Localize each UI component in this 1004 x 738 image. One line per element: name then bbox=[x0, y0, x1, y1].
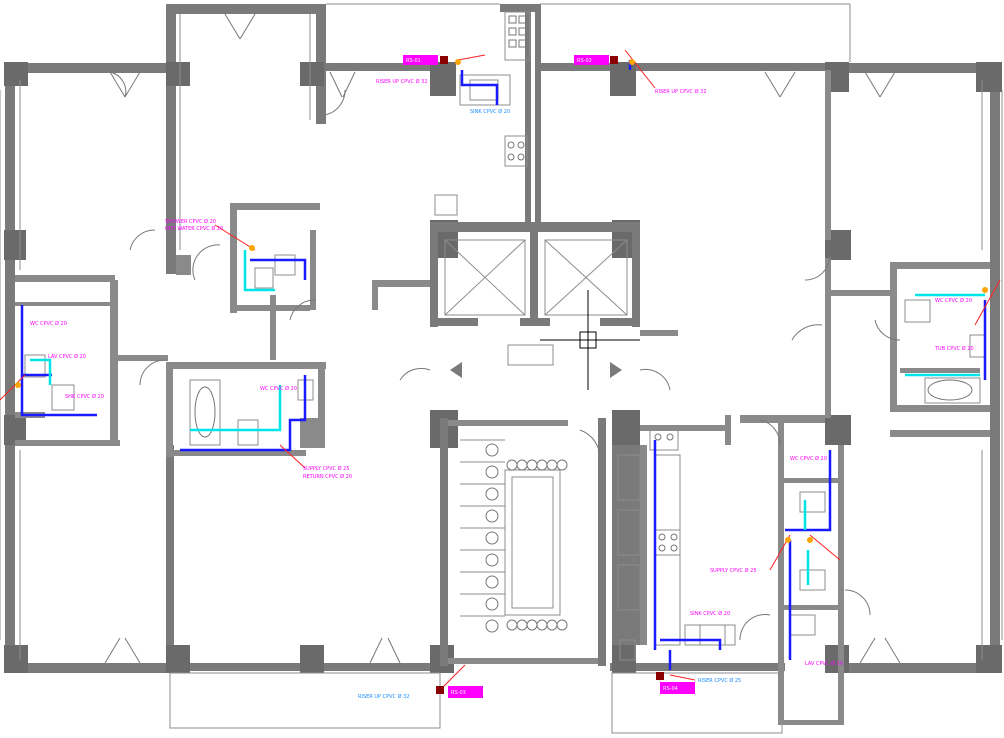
kitchen-fixtures bbox=[434, 11, 736, 661]
interior-walls bbox=[15, 4, 990, 734]
water-pipes bbox=[20, 60, 987, 670]
riser-tag-text: RS-03 bbox=[451, 690, 466, 696]
stair bbox=[460, 439, 568, 633]
riser-tag-text: RS-02 bbox=[577, 58, 592, 64]
door-swings bbox=[104, 13, 901, 664]
riser-tag-top-left: RS-01 bbox=[403, 55, 438, 65]
exterior-walls bbox=[5, 4, 1000, 673]
label-left-bath-b: HOT WATER CPVC Ø 20 bbox=[165, 225, 223, 232]
riser-tag-top-right: RS-02 bbox=[574, 55, 609, 65]
label-center-bath-wc: WC CPVC Ø 20 bbox=[260, 385, 297, 392]
annotations: RISER UP CPVC Ø 32 RISER UP CPVC Ø 32 SI… bbox=[30, 78, 974, 700]
label-left-bath-a: SHOWER CPVC Ø 20 bbox=[165, 218, 216, 225]
label-bottom-right: RISER CPVC Ø 25 bbox=[698, 677, 741, 684]
label-bottom-right-lav: LAV CPVC Ø 20 bbox=[805, 660, 843, 667]
riser-tag-text: RS-04 bbox=[663, 686, 678, 692]
riser-tag-text: RS-01 bbox=[406, 58, 421, 64]
label-center-bath-a: SUPPLY CPVC Ø 25 bbox=[303, 465, 350, 472]
structural-columns bbox=[4, 62, 1002, 673]
label-top-right-riser: RISER UP CPVC Ø 32 bbox=[655, 88, 707, 95]
label-right-wing-wc: WC CPVC Ø 20 bbox=[935, 297, 972, 304]
label-right-core-note: SUPPLY CPVC Ø 25 bbox=[710, 567, 757, 574]
elevator-shafts bbox=[444, 239, 640, 390]
label-top-kitchen-sink: SINK CPVC Ø 20 bbox=[470, 108, 510, 115]
riser-tag-bottom-right: RS-04 bbox=[660, 682, 695, 694]
leader-lines bbox=[0, 49, 1001, 691]
risers bbox=[15, 56, 988, 694]
label-left-wing-shower: SHR CPVC Ø 20 bbox=[65, 393, 104, 400]
label-left-wing-wc: WC CPVC Ø 20 bbox=[30, 320, 67, 327]
window-lines bbox=[0, 3, 1003, 660]
label-right-wing-tub: TUB CPVC Ø 20 bbox=[934, 345, 974, 352]
label-bottom-riser: RISER UP CPVC Ø 32 bbox=[358, 693, 410, 700]
label-left-wing-lav: LAV CPVC Ø 20 bbox=[48, 353, 86, 360]
label-right-kitchen-sink: SINK CPVC Ø 20 bbox=[690, 610, 730, 617]
label-center-bath-b: RETURN CPVC Ø 20 bbox=[303, 473, 352, 480]
riser-tag-bottom-center: RS-03 bbox=[448, 686, 483, 698]
bath-fixtures bbox=[24, 254, 986, 646]
label-right-core-wc: WC CPVC Ø 20 bbox=[790, 455, 827, 462]
label-top-left-riser: RISER UP CPVC Ø 32 bbox=[376, 78, 428, 85]
